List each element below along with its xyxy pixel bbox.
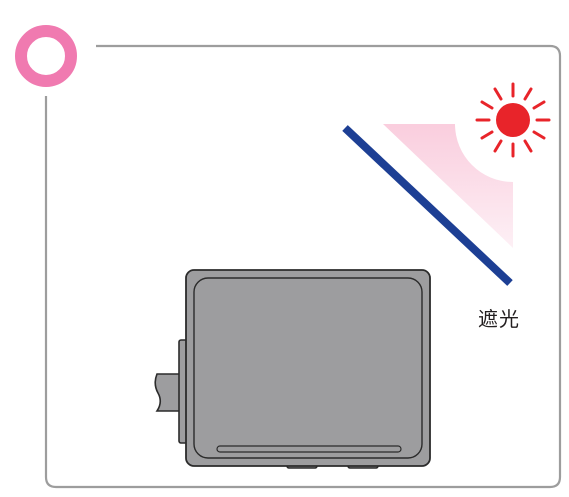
shade-board: [342, 125, 513, 286]
sun-icon: [475, 82, 551, 158]
shading-label: 遮光: [478, 307, 520, 331]
circle-ring-icon: [15, 25, 77, 87]
device-icon: [154, 269, 431, 469]
light-cone: [383, 124, 513, 248]
frame: [44, 44, 562, 489]
